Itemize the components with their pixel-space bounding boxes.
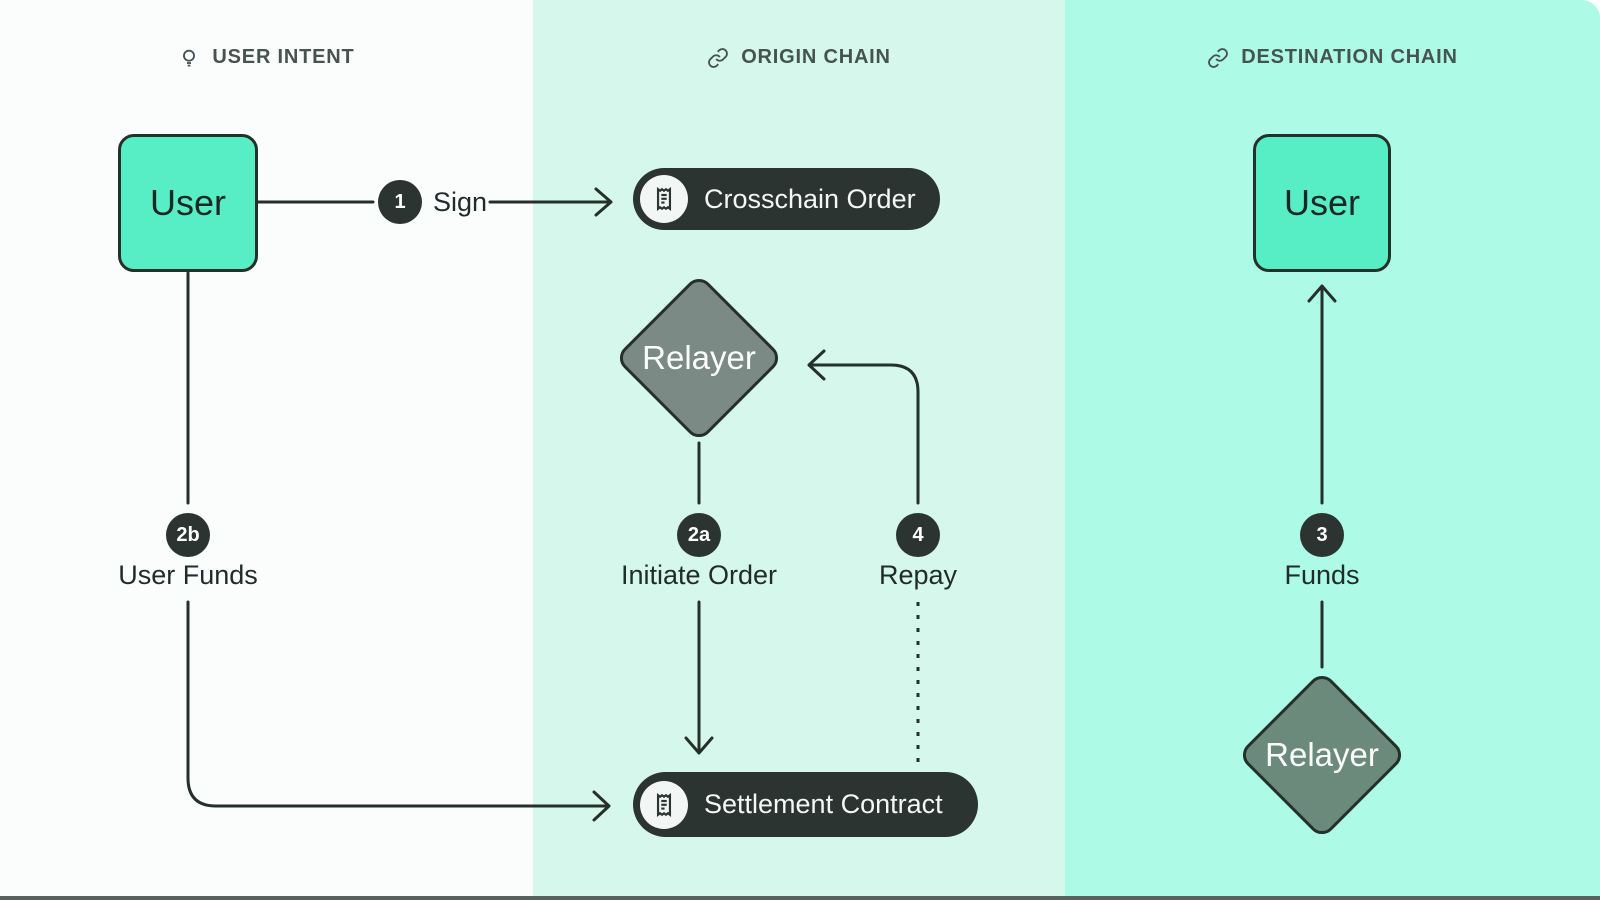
step-label-sign: Sign: [433, 187, 488, 217]
lightbulb-icon: [178, 47, 200, 69]
node-crosschain-order: Crosschain Order: [633, 168, 940, 230]
step-badge-3: 3: [1300, 513, 1344, 557]
badge-text: 3: [1316, 523, 1328, 546]
step-badge-2a: 2a: [677, 513, 721, 557]
chain-link-icon: [1207, 47, 1229, 69]
column-origin-chain: ORIGIN CHAIN: [533, 0, 1065, 900]
step-label-user-funds: User Funds: [118, 560, 258, 590]
step-label-initiate-order: Initiate Order: [620, 560, 778, 590]
receipt-icon: [640, 175, 688, 223]
badge-text: 4: [912, 523, 924, 546]
chain-link-icon: [707, 47, 729, 69]
node-settlement-contract: Settlement Contract: [633, 772, 978, 837]
step-label-funds: Funds: [1284, 560, 1360, 590]
column-header-origin-chain: ORIGIN CHAIN: [533, 46, 1065, 69]
node-user-origin: User: [118, 134, 258, 272]
node-label: Relayer: [1265, 736, 1379, 773]
badge-text: 2a: [687, 523, 711, 546]
node-label: Settlement Contract: [704, 789, 943, 819]
step-label-repay: Repay: [878, 560, 958, 590]
node-label: User: [149, 182, 226, 223]
node-label: Crosschain Order: [704, 183, 916, 214]
step-badge-4: 4: [896, 513, 940, 557]
node-label: User: [1283, 182, 1360, 223]
badge-text: 1: [394, 190, 406, 213]
node-label: Relayer: [642, 339, 756, 376]
column-user-intent: USER INTENT: [0, 0, 533, 900]
step-badge-2b: 2b: [166, 513, 210, 557]
badge-text: 2b: [176, 523, 200, 546]
node-user-destination: User: [1253, 134, 1391, 272]
receipt-icon: [640, 780, 688, 829]
column-title: ORIGIN CHAIN: [741, 46, 891, 68]
column-header-user-intent: USER INTENT: [0, 46, 533, 69]
window-bottom-edge: [0, 896, 1600, 900]
column-header-destination-chain: DESTINATION CHAIN: [1065, 46, 1600, 69]
step-badge-1: 1: [378, 180, 422, 224]
column-title: USER INTENT: [212, 46, 355, 68]
column-title: DESTINATION CHAIN: [1241, 46, 1458, 68]
